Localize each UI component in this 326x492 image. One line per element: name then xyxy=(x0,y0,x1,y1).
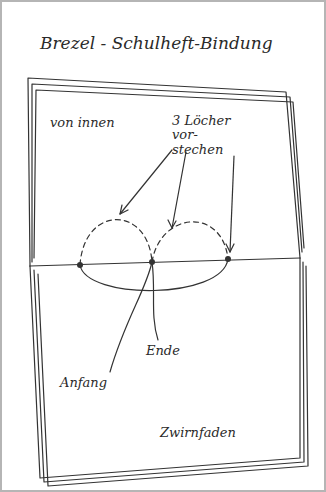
note-label: von innen xyxy=(50,116,115,130)
instruction-label: 3 Löcher vor- stechen xyxy=(172,114,246,157)
material-label: Zwirnfaden xyxy=(160,426,236,440)
thread-end-label: Ende xyxy=(146,344,180,358)
title: Brezel - Schulheft-Bindung xyxy=(40,34,273,53)
thread-start-label: Anfang xyxy=(60,376,107,390)
